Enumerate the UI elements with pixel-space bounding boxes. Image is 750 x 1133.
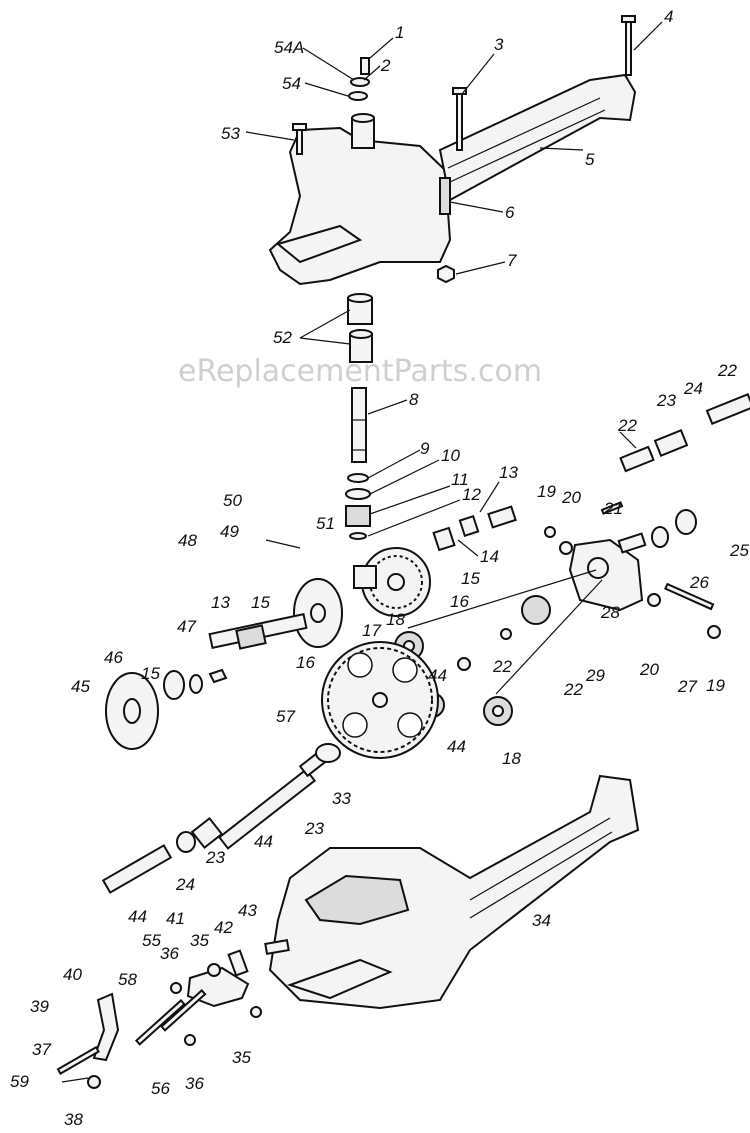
label-15-left: 15: [251, 593, 270, 612]
shift-linkage: [56, 939, 290, 1089]
label-39: 39: [30, 997, 49, 1016]
label-17: 17: [362, 621, 381, 640]
label-23-right: 23: [656, 391, 676, 410]
label-9: 9: [420, 439, 430, 458]
label-50: 50: [223, 491, 242, 510]
label-3: 3: [494, 35, 504, 54]
label-58: 58: [118, 970, 137, 989]
label-36-upper: 36: [160, 944, 179, 963]
label-27: 27: [677, 677, 697, 696]
label-33: 33: [332, 789, 351, 808]
label-19-lower: 19: [706, 676, 725, 695]
label-25: 25: [729, 541, 749, 560]
label-44-axle: 44: [254, 832, 273, 851]
label-22-gear: 22: [492, 657, 512, 676]
label-51: 51: [316, 514, 335, 533]
label-40: 40: [63, 965, 82, 984]
label-19-upper: 19: [537, 482, 556, 501]
label-44-axle-end: 44: [128, 907, 147, 926]
lower-housing: [268, 774, 640, 1010]
label-13-right: 13: [499, 463, 518, 482]
label-28: 28: [600, 603, 620, 622]
label-41: 41: [166, 909, 185, 928]
right-side-parts: [407, 392, 750, 695]
label-16-lower: 16: [296, 653, 315, 672]
label-55: 55: [142, 931, 161, 950]
label-43: 43: [238, 901, 257, 920]
housing-bolts: [292, 15, 636, 284]
label-22-top: 22: [717, 361, 737, 380]
label-46: 46: [104, 648, 123, 667]
label-56: 56: [151, 1079, 170, 1098]
label-1: 1: [395, 23, 404, 42]
label-20-lower: 20: [639, 660, 659, 679]
label-8: 8: [409, 390, 419, 409]
axle-assembly: [101, 742, 341, 894]
upper-housing: [268, 73, 637, 286]
left-drive-parts: [105, 578, 343, 750]
label-53: 53: [221, 124, 240, 143]
label-49: 49: [220, 522, 239, 541]
label-20-upper: 20: [561, 488, 581, 507]
label-12: 12: [462, 485, 481, 504]
label-18-upper: 18: [386, 610, 405, 629]
label-38: 38: [64, 1110, 83, 1129]
input-shaft: [351, 387, 367, 463]
label-18-lower: 18: [502, 749, 521, 768]
label-52: 52: [273, 328, 292, 347]
label-24-left: 24: [175, 875, 195, 894]
label-35-lower: 35: [232, 1048, 251, 1067]
label-7: 7: [507, 251, 517, 270]
label-14: 14: [480, 547, 499, 566]
bevel-gear: [361, 547, 431, 617]
label-10: 10: [441, 446, 460, 465]
label-2: 2: [380, 56, 391, 75]
label-5: 5: [585, 150, 595, 169]
bushings: [347, 293, 373, 363]
label-36-lower: 36: [185, 1074, 204, 1093]
label-54A: 54A: [274, 38, 304, 57]
label-45: 45: [71, 677, 90, 696]
label-21: 21: [603, 499, 623, 518]
label-35-upper: 35: [190, 931, 209, 950]
label-26: 26: [689, 573, 709, 592]
label-34: 34: [532, 911, 551, 930]
label-57: 57: [276, 707, 295, 726]
large-gear: [321, 641, 439, 759]
label-54: 54: [282, 74, 301, 93]
label-6: 6: [505, 203, 515, 222]
label-59: 59: [10, 1072, 29, 1091]
label-15-far-left: 15: [141, 664, 160, 683]
label-37: 37: [32, 1040, 51, 1059]
label-23-mid: 23: [304, 819, 324, 838]
label-44-gear-lower: 44: [447, 737, 466, 756]
label-48: 48: [178, 531, 197, 550]
label-42: 42: [214, 918, 233, 937]
label-13-left: 13: [211, 593, 230, 612]
label-44-gear-upper: 44: [428, 666, 447, 685]
callout-leaders: [245, 21, 663, 557]
label-11: 11: [451, 470, 469, 489]
part-number-labels: 1 2 3 4 5 6 7 8 9 10 11 12 13 13 14 15 1…: [10, 7, 749, 1129]
label-16-upper: 16: [450, 592, 469, 611]
label-15-mid: 15: [461, 569, 480, 588]
label-22-bottom: 22: [563, 680, 583, 699]
label-23-left: 23: [205, 848, 225, 867]
label-4: 4: [664, 7, 673, 26]
pinion-and-washers: [345, 473, 371, 540]
label-29: 29: [585, 666, 605, 685]
label-47: 47: [177, 617, 196, 636]
label-22-mid: 22: [617, 416, 637, 435]
label-24-right: 24: [683, 379, 703, 398]
